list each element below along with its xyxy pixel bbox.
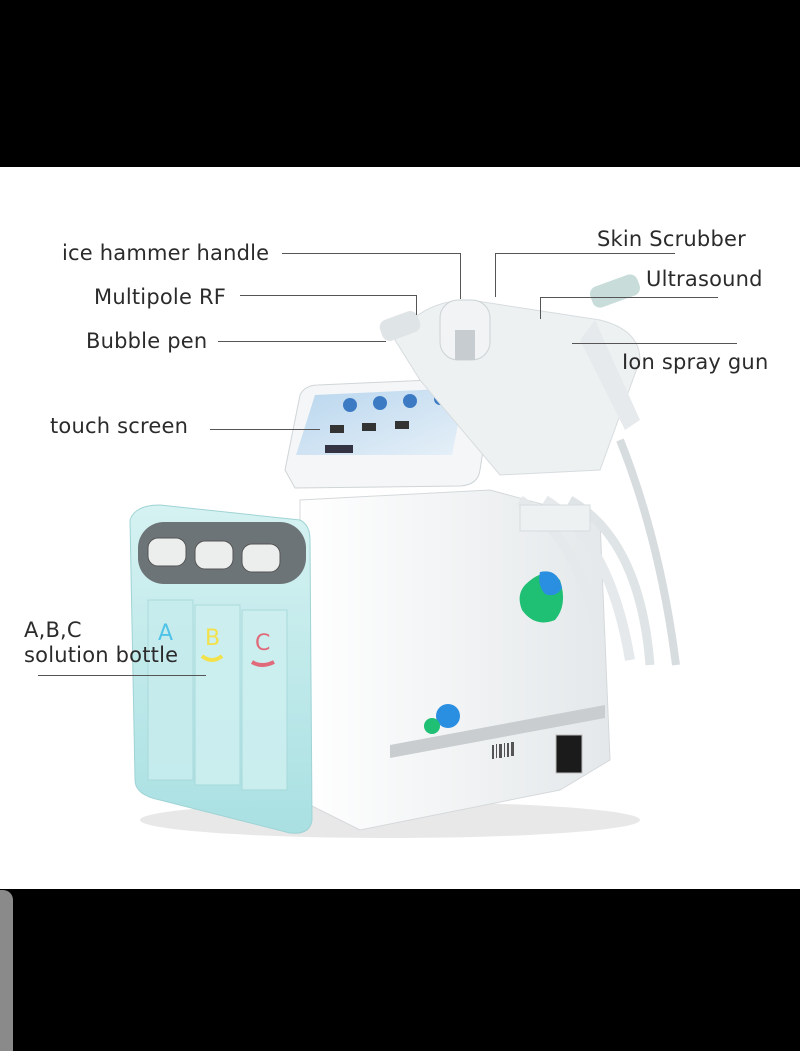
leader-line-ice-hammer-drop xyxy=(460,253,461,299)
bottle-a-letter: A xyxy=(158,621,173,646)
label-skin-scrubber: Skin Scrubber xyxy=(597,227,746,251)
top-letterbox xyxy=(0,0,800,167)
leader-line-solution-bottle xyxy=(38,675,206,676)
leader-line-multipole-rf xyxy=(240,295,416,296)
label-abc: A,B,C xyxy=(24,618,82,642)
bottom-letterbox xyxy=(0,889,800,1051)
leader-line-ultrasound xyxy=(540,297,718,298)
leader-line-multipole-rf-drop xyxy=(416,295,417,315)
label-multipole-rf: Multipole RF xyxy=(94,285,227,309)
leader-line-skin-scrubber xyxy=(495,253,675,254)
svg-text:B: B xyxy=(205,626,220,651)
label-touch-screen: touch screen xyxy=(50,414,189,438)
label-ice-hammer-handle: ice hammer handle xyxy=(62,241,270,265)
product-photo: A B C xyxy=(0,167,800,889)
label-ion-spray-gun: Ion spray gun xyxy=(622,350,769,374)
leader-line-ion-spray xyxy=(572,343,737,344)
label-solution-bottle: solution bottle xyxy=(24,643,179,667)
leader-line-bubble-pen xyxy=(218,341,386,342)
leader-line-touch-screen xyxy=(210,429,320,430)
svg-text:C: C xyxy=(255,631,270,656)
label-ultrasound: Ultrasound xyxy=(646,267,763,291)
leader-line-ice-hammer xyxy=(282,253,460,254)
edge-handle xyxy=(0,890,13,1051)
leader-line-skin-scrubber-drop xyxy=(495,253,496,297)
leader-line-ultrasound-drop xyxy=(540,297,541,319)
machine-illustration: A B C xyxy=(129,274,680,838)
label-bubble-pen: Bubble pen xyxy=(86,329,208,353)
